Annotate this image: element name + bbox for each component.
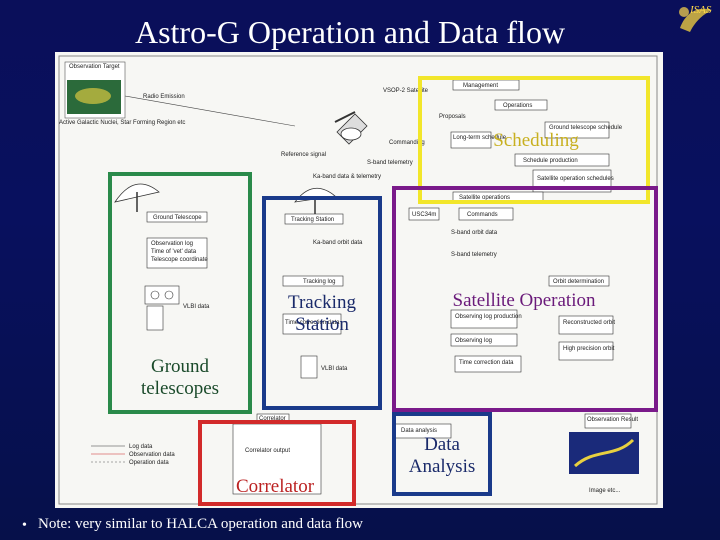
satellite-operation-label: Satellite Operation	[452, 290, 596, 311]
correlator-output-label: Correlator output	[245, 448, 290, 454]
satellite-operation-frame	[392, 186, 658, 412]
schedule-production-box	[514, 153, 610, 167]
note-bullet: •	[22, 518, 27, 533]
diagram-panel: Observation Target Radio Emission Active…	[55, 52, 663, 508]
isas-logo-icon	[679, 7, 712, 32]
ground-telescope-box	[146, 211, 208, 223]
tape-icon	[144, 285, 180, 305]
observation-result-label: Observation Result	[587, 417, 638, 423]
correlator-frame	[198, 420, 356, 506]
scheduling-label: Scheduling	[493, 130, 579, 151]
legend-operation-data: Operation data	[129, 460, 169, 466]
observing-log-box	[450, 333, 518, 347]
ground-schedule-label: Ground telescope schedule	[549, 125, 623, 131]
reconstructed-orbit-box	[558, 315, 614, 335]
tracking-station-frame	[262, 196, 382, 410]
observation-log-label: Observation log	[151, 241, 193, 247]
flow-diagram: Observation Target Radio Emission Active…	[58, 55, 658, 505]
usc34m-label: USC34m	[412, 212, 436, 218]
footer-note: Note: very similar to HALCA operation an…	[38, 516, 363, 532]
long-term-schedule-box	[450, 131, 492, 149]
time-of-vet-data-label: Time of 'vet' data	[151, 249, 197, 255]
operations-box	[494, 99, 548, 111]
correlator-label: Correlator	[235, 476, 315, 497]
management-box	[452, 79, 520, 91]
commands-label: Commands	[467, 212, 498, 218]
legend-observation-data: Observation data	[129, 452, 175, 458]
tracking-station-box	[284, 213, 344, 225]
correlator-small-label: Correlator	[259, 416, 286, 422]
ground-telescopes-label: Ground telescopes	[140, 356, 220, 399]
vlbi-data2-label: VLBI data	[321, 366, 348, 372]
observation-target: Observation Target	[64, 61, 126, 119]
disk-icon	[146, 305, 164, 331]
telescope-coordinate-label: Telescope coordinate	[151, 257, 208, 263]
time-correction-data2-box	[454, 355, 522, 373]
observing-log-label: Observing log	[455, 338, 492, 344]
target-examples-label: Active Galactic Nuclei, Star Forming Reg…	[59, 120, 185, 126]
observation-target-label: Observation Target	[69, 64, 120, 70]
data-analysis-label: Data Analysis	[408, 434, 476, 477]
orbit-determination-box	[548, 275, 610, 287]
s-band-orbit-data-label: S-band orbit data	[451, 230, 498, 236]
correlator-machine	[232, 423, 322, 495]
high-precision-orbit-label: High precision orbit	[563, 346, 615, 352]
ground-telescopes-frame	[108, 172, 252, 414]
reference-signal-label: Reference signal	[281, 152, 326, 158]
legend: Log data Observation data Operation data	[91, 444, 175, 466]
commanding-label: Commanding	[389, 140, 425, 146]
operations-label: Operations	[503, 103, 532, 109]
vsop2-satellite-label: VSOP-2 Satellite	[383, 88, 429, 94]
reconstructed-orbit-label: Reconstructed orbit	[563, 320, 615, 326]
tracking-station-label: Tracking Station	[291, 217, 334, 223]
long-term-schedule-label: Long-term schedule	[453, 135, 507, 141]
observing-log-production-box	[450, 309, 518, 329]
s-band-telemetry-label: S-band telemetry	[367, 160, 413, 166]
ground-schedule-box	[544, 121, 610, 139]
page-title: Astro-G Operation and Data flow	[134, 14, 566, 50]
tracking-log-box	[282, 275, 344, 287]
schedule-production-label: Schedule production	[523, 158, 578, 164]
tracking-station-label: Tracking Station	[288, 292, 356, 335]
radio-emission-line	[124, 95, 296, 127]
management-label: Management	[463, 83, 498, 89]
radio-emission-label: Radio Emission	[143, 94, 185, 100]
time-correction-data-label: Time correction data	[285, 320, 340, 326]
satellite-operation-schedules-label: Satellite operation schedules	[537, 176, 614, 182]
vlbi-data-label: VLBI data	[183, 304, 210, 310]
observation-result-box	[584, 413, 632, 429]
orbit-determination-label: Orbit determination	[553, 279, 604, 285]
disk2-icon	[300, 355, 318, 379]
ka-band-orbit-data-label: Ka-band orbit data	[313, 240, 363, 246]
time-correction-box	[282, 313, 342, 335]
satellite-icon	[334, 111, 368, 145]
data-analysis-small-label: Data analysis	[401, 428, 437, 434]
ka-band-data-telemetry-label: Ka-band data & telemetry	[313, 174, 381, 180]
ground-telescope-label: Ground Telescope	[153, 215, 202, 221]
satellite-operations-label: Satellite operations	[459, 195, 510, 201]
image-etc-label: Image etc...	[589, 488, 621, 494]
tracking-log-label: Tracking log	[303, 279, 335, 285]
commands-box	[458, 207, 514, 221]
observing-log-production-label: Observing log production	[455, 314, 522, 320]
proposals-label: Proposals	[439, 114, 466, 120]
logo-text: ISAS	[690, 4, 712, 16]
scheduling-frame	[418, 76, 650, 204]
data-analysis-frame	[392, 412, 492, 496]
ground-telescope-dish-icon	[114, 183, 160, 212]
legend-log-data: Log data	[129, 444, 153, 450]
time-correction-data2-label: Time correction data	[459, 360, 514, 366]
high-precision-orbit-box	[558, 341, 614, 361]
s-band-telemetry2-label: S-band telemetry	[451, 252, 497, 258]
usc34m-box	[408, 207, 440, 221]
observation-log-box	[146, 237, 208, 269]
